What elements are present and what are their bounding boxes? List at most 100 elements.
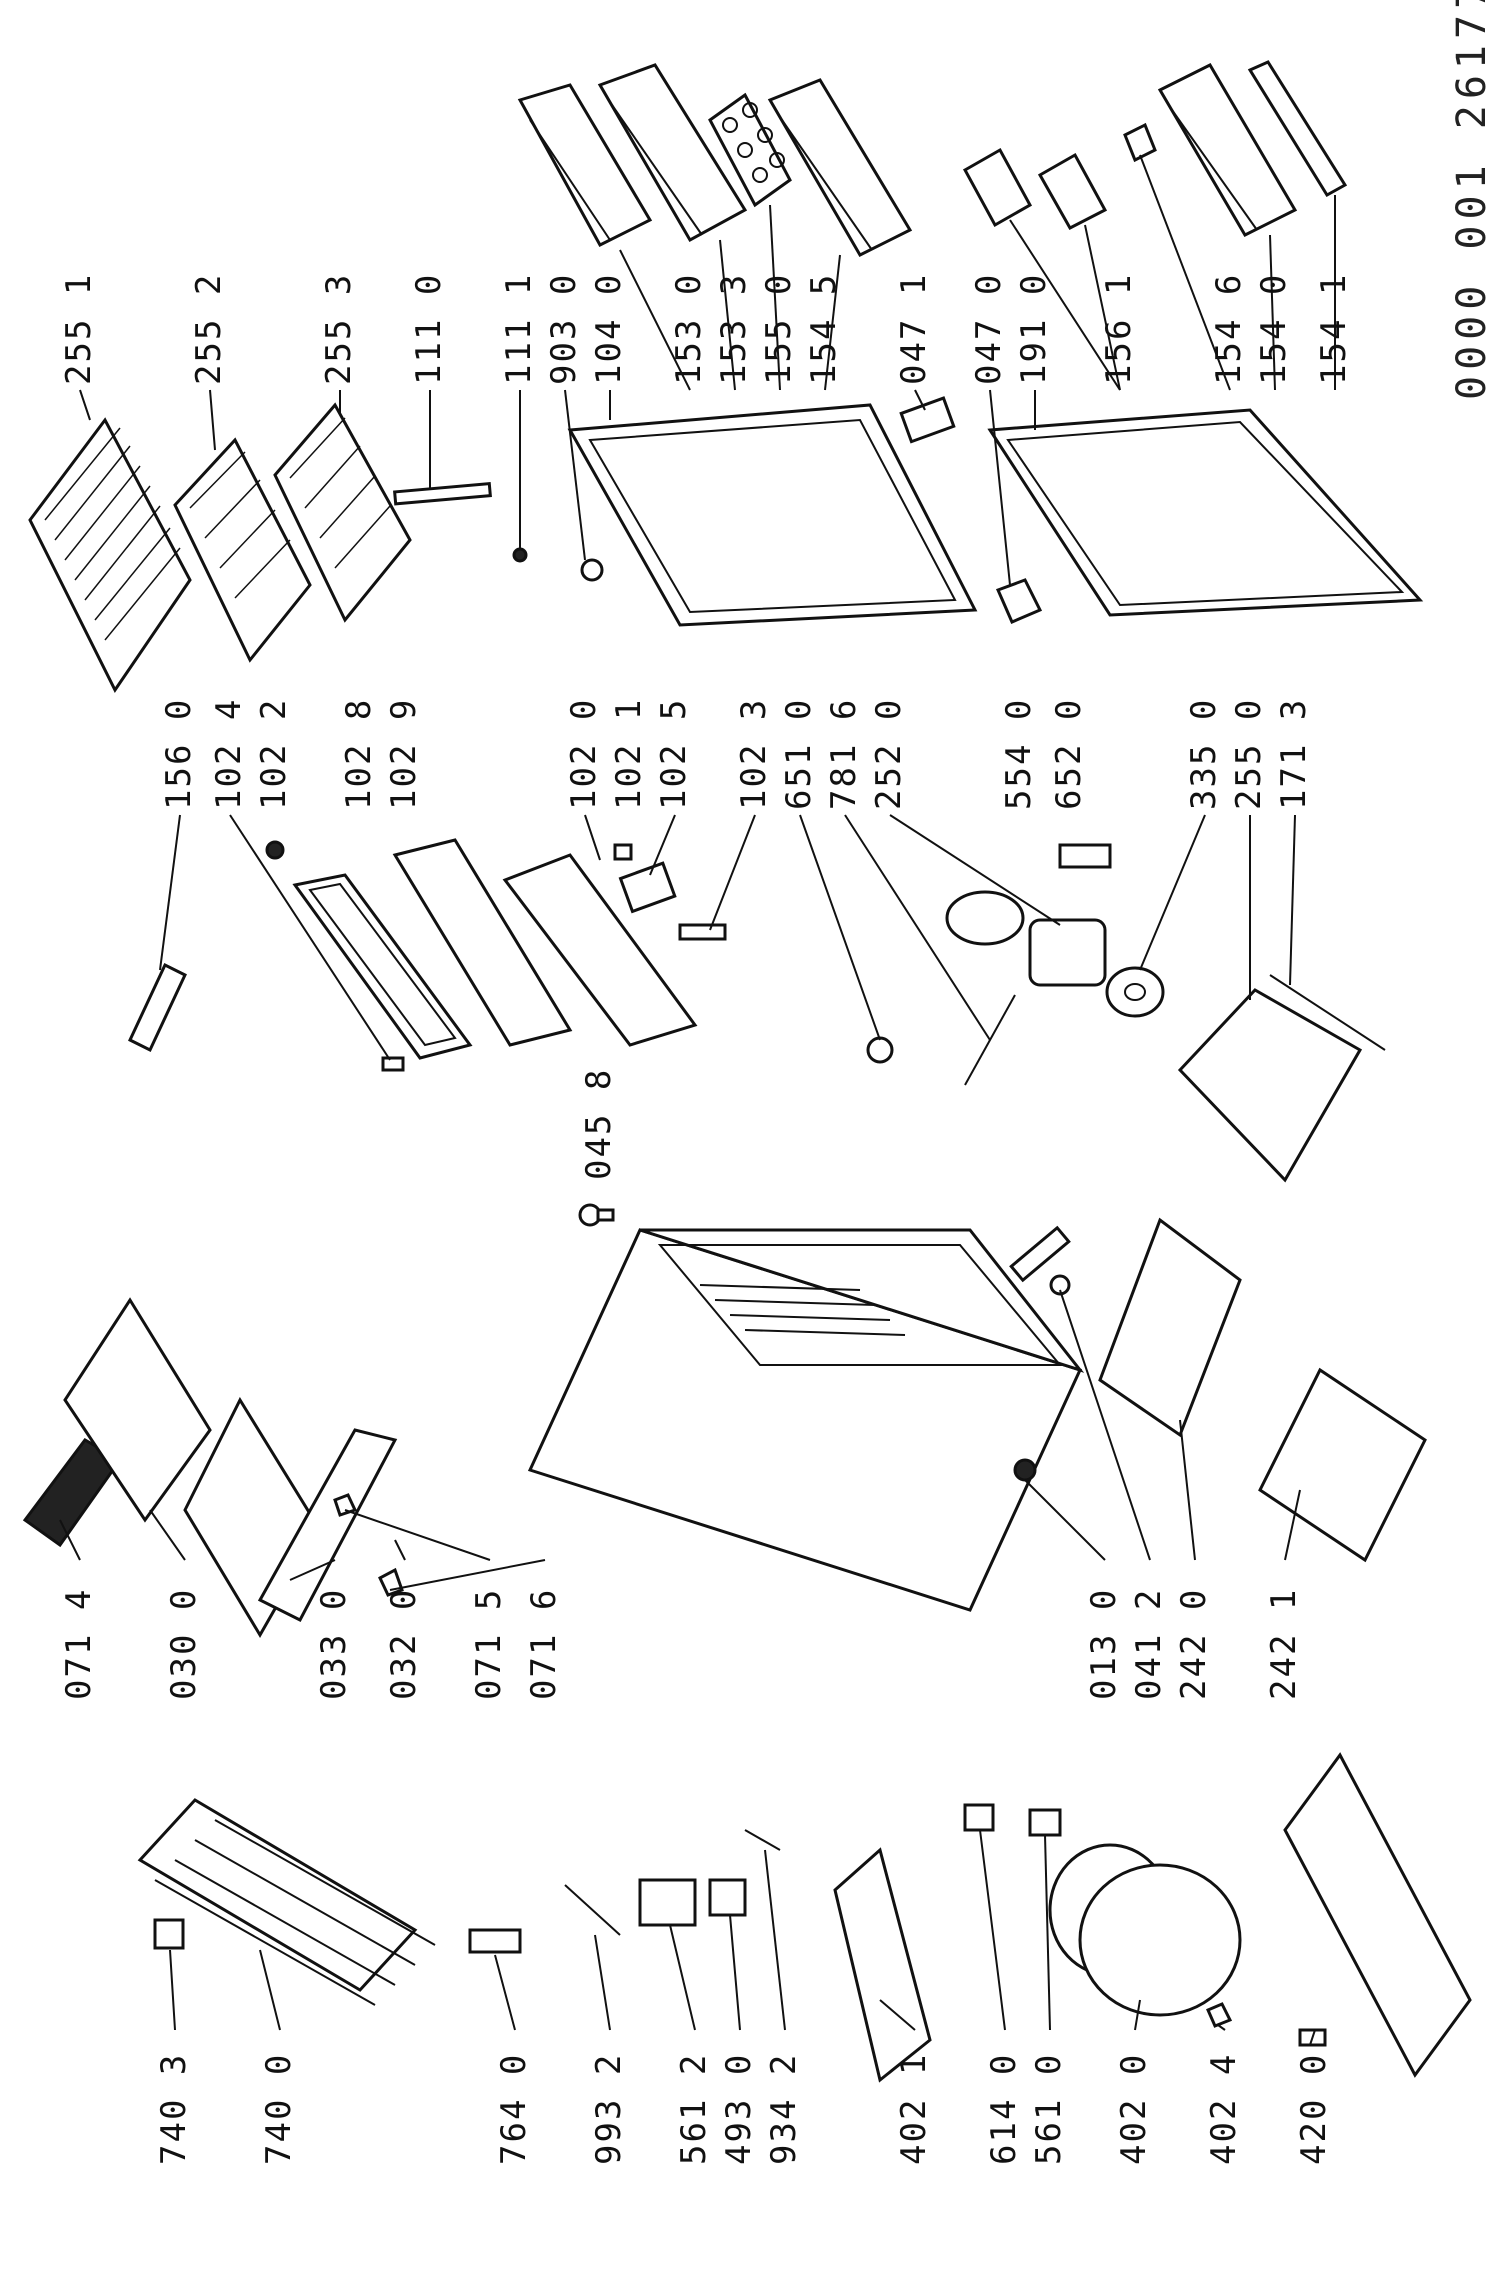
compressor-402-0 — [1048, 1843, 1242, 2017]
base-plate — [1283, 1752, 1472, 2078]
label-111-0: 111 0 — [409, 273, 449, 385]
label-934-2: 934 2 — [764, 2053, 804, 2165]
cabinet-body — [527, 1228, 1085, 1612]
label-071-4: 071 4 — [59, 1588, 99, 1700]
label-104-0: 104 0 — [589, 273, 629, 385]
crisper-242-0 — [1098, 1217, 1242, 1438]
tray-402-1 — [833, 1847, 932, 2083]
balcony-153-3 — [597, 63, 748, 243]
balcony-154-5 — [767, 78, 913, 257]
label-030-0: 030 0 — [164, 1588, 204, 1700]
foot-013-0 — [1013, 1458, 1037, 1482]
balcony-153-0 — [517, 83, 653, 247]
gasket-191-0 — [987, 408, 1424, 617]
label-032-0: 032 0 — [384, 1588, 424, 1700]
label-255-0: 255 0 — [1229, 698, 1269, 810]
part-740-3 — [153, 1918, 185, 1950]
label-102-2: 102 2 — [254, 698, 294, 810]
panel-030-0 — [63, 1297, 212, 1523]
label-242-0: 242 0 — [1174, 1588, 1214, 1700]
screw-903-0 — [580, 558, 604, 582]
label-156-0: 156 0 — [159, 698, 199, 810]
part-614-0 — [963, 1803, 995, 1832]
label-255-2: 255 2 — [189, 273, 229, 385]
label-191-0: 191 0 — [1014, 273, 1054, 385]
label-402-0: 402 0 — [1114, 2053, 1154, 2165]
label-102-5: 102 5 — [654, 698, 694, 810]
hinge-041-2 — [1009, 1225, 1071, 1296]
ice-tray-156-0 — [128, 962, 187, 1053]
label-154-6: 154 6 — [1209, 273, 1249, 385]
leader-lines — [59, 154, 1336, 2046]
label-764-0: 764 0 — [494, 2053, 534, 2165]
label-013-0: 013 0 — [1084, 1588, 1124, 1700]
panel-032-0 — [257, 1428, 398, 1622]
label-242-1: 242 1 — [1264, 1588, 1304, 1700]
label-652-0: 652 0 — [1049, 698, 1089, 810]
label-171-3: 171 3 — [1274, 698, 1314, 810]
label-033-0: 033 0 — [314, 1588, 354, 1700]
balcony-154-0 — [1157, 63, 1298, 237]
shelf-255-2 — [173, 437, 312, 663]
label-102-3: 102 3 — [734, 698, 774, 810]
shelf-255-1 — [28, 417, 192, 693]
wire-934-2 — [744, 1829, 781, 1851]
label-102-4: 102 4 — [209, 698, 249, 810]
shelf-255-3 — [273, 402, 412, 623]
knob-554-0 — [945, 890, 1025, 946]
label-111-1: 111 1 — [499, 273, 539, 385]
switch-652-0 — [1058, 843, 1112, 869]
label-153-3: 153 3 — [714, 273, 754, 385]
label-740-0: 740 0 — [259, 2053, 299, 2165]
label-153-0: 153 0 — [669, 273, 709, 385]
hinge-047-1 — [899, 396, 956, 444]
label-102-0: 102 0 — [564, 698, 604, 810]
part-111-0 — [393, 482, 492, 506]
label-993-2: 993 2 — [589, 2053, 629, 2165]
panel-102-0 — [502, 853, 698, 1047]
drier-764-0 — [468, 1928, 522, 1954]
part-102-3 — [678, 923, 727, 941]
part-102-2 — [265, 840, 285, 860]
label-102-9: 102 9 — [384, 698, 424, 810]
label-614-0: 614 0 — [984, 2053, 1024, 2165]
label-402-4: 402 4 — [1204, 2053, 1244, 2165]
part-493-0 — [708, 1878, 747, 1917]
label-561-0: 561 0 — [1029, 2053, 1069, 2165]
part-102-1 — [613, 843, 633, 861]
label-255-1: 255 1 — [59, 273, 99, 385]
egg-tray-155-0 — [708, 92, 792, 208]
part-102-5 — [618, 861, 677, 914]
frame-102-8 — [292, 873, 473, 1060]
label-102-8: 102 8 — [339, 698, 379, 810]
relay-561-2 — [638, 1878, 697, 1927]
glass-shelf-255-0 — [1177, 988, 1363, 1183]
door-104-0 — [567, 403, 978, 627]
label-903-0: 903 0 — [544, 273, 584, 385]
part-labels: 255 1 255 2 255 3 111 0 111 1 903 0 104 … — [59, 273, 1354, 2165]
label-071-5: 071 5 — [469, 1588, 509, 1700]
label-071-6: 071 6 — [524, 1588, 564, 1700]
panel-102-9 — [392, 838, 573, 1047]
label-493-0: 493 0 — [719, 2053, 759, 2165]
label-047-1: 047 1 — [894, 273, 934, 385]
label-335-0: 335 0 — [1184, 698, 1224, 810]
condenser-740-0 — [137, 1798, 436, 2006]
box-156-1 — [962, 147, 1108, 230]
hinge-047-0 — [995, 578, 1043, 624]
part-561-0 — [1028, 1808, 1062, 1837]
strip-154-1 — [1247, 60, 1348, 198]
crisper-242-1 — [1258, 1367, 1427, 1563]
label-102-1: 102 1 — [609, 698, 649, 810]
part-402-4 — [1206, 2002, 1233, 2028]
part-993-2 — [564, 1884, 621, 1936]
part-102-4 — [381, 1056, 405, 1072]
part-071-5 — [333, 1493, 358, 1517]
label-402-1: 402 1 — [894, 2053, 934, 2165]
label-154-5: 154 5 — [804, 273, 844, 385]
knob-335-0 — [1105, 966, 1165, 1018]
label-420-0: 420 0 — [1294, 2053, 1334, 2165]
trim-171-3 — [1269, 974, 1386, 1051]
label-554-0: 554 0 — [999, 698, 1039, 810]
part-154-6 — [1123, 122, 1157, 163]
